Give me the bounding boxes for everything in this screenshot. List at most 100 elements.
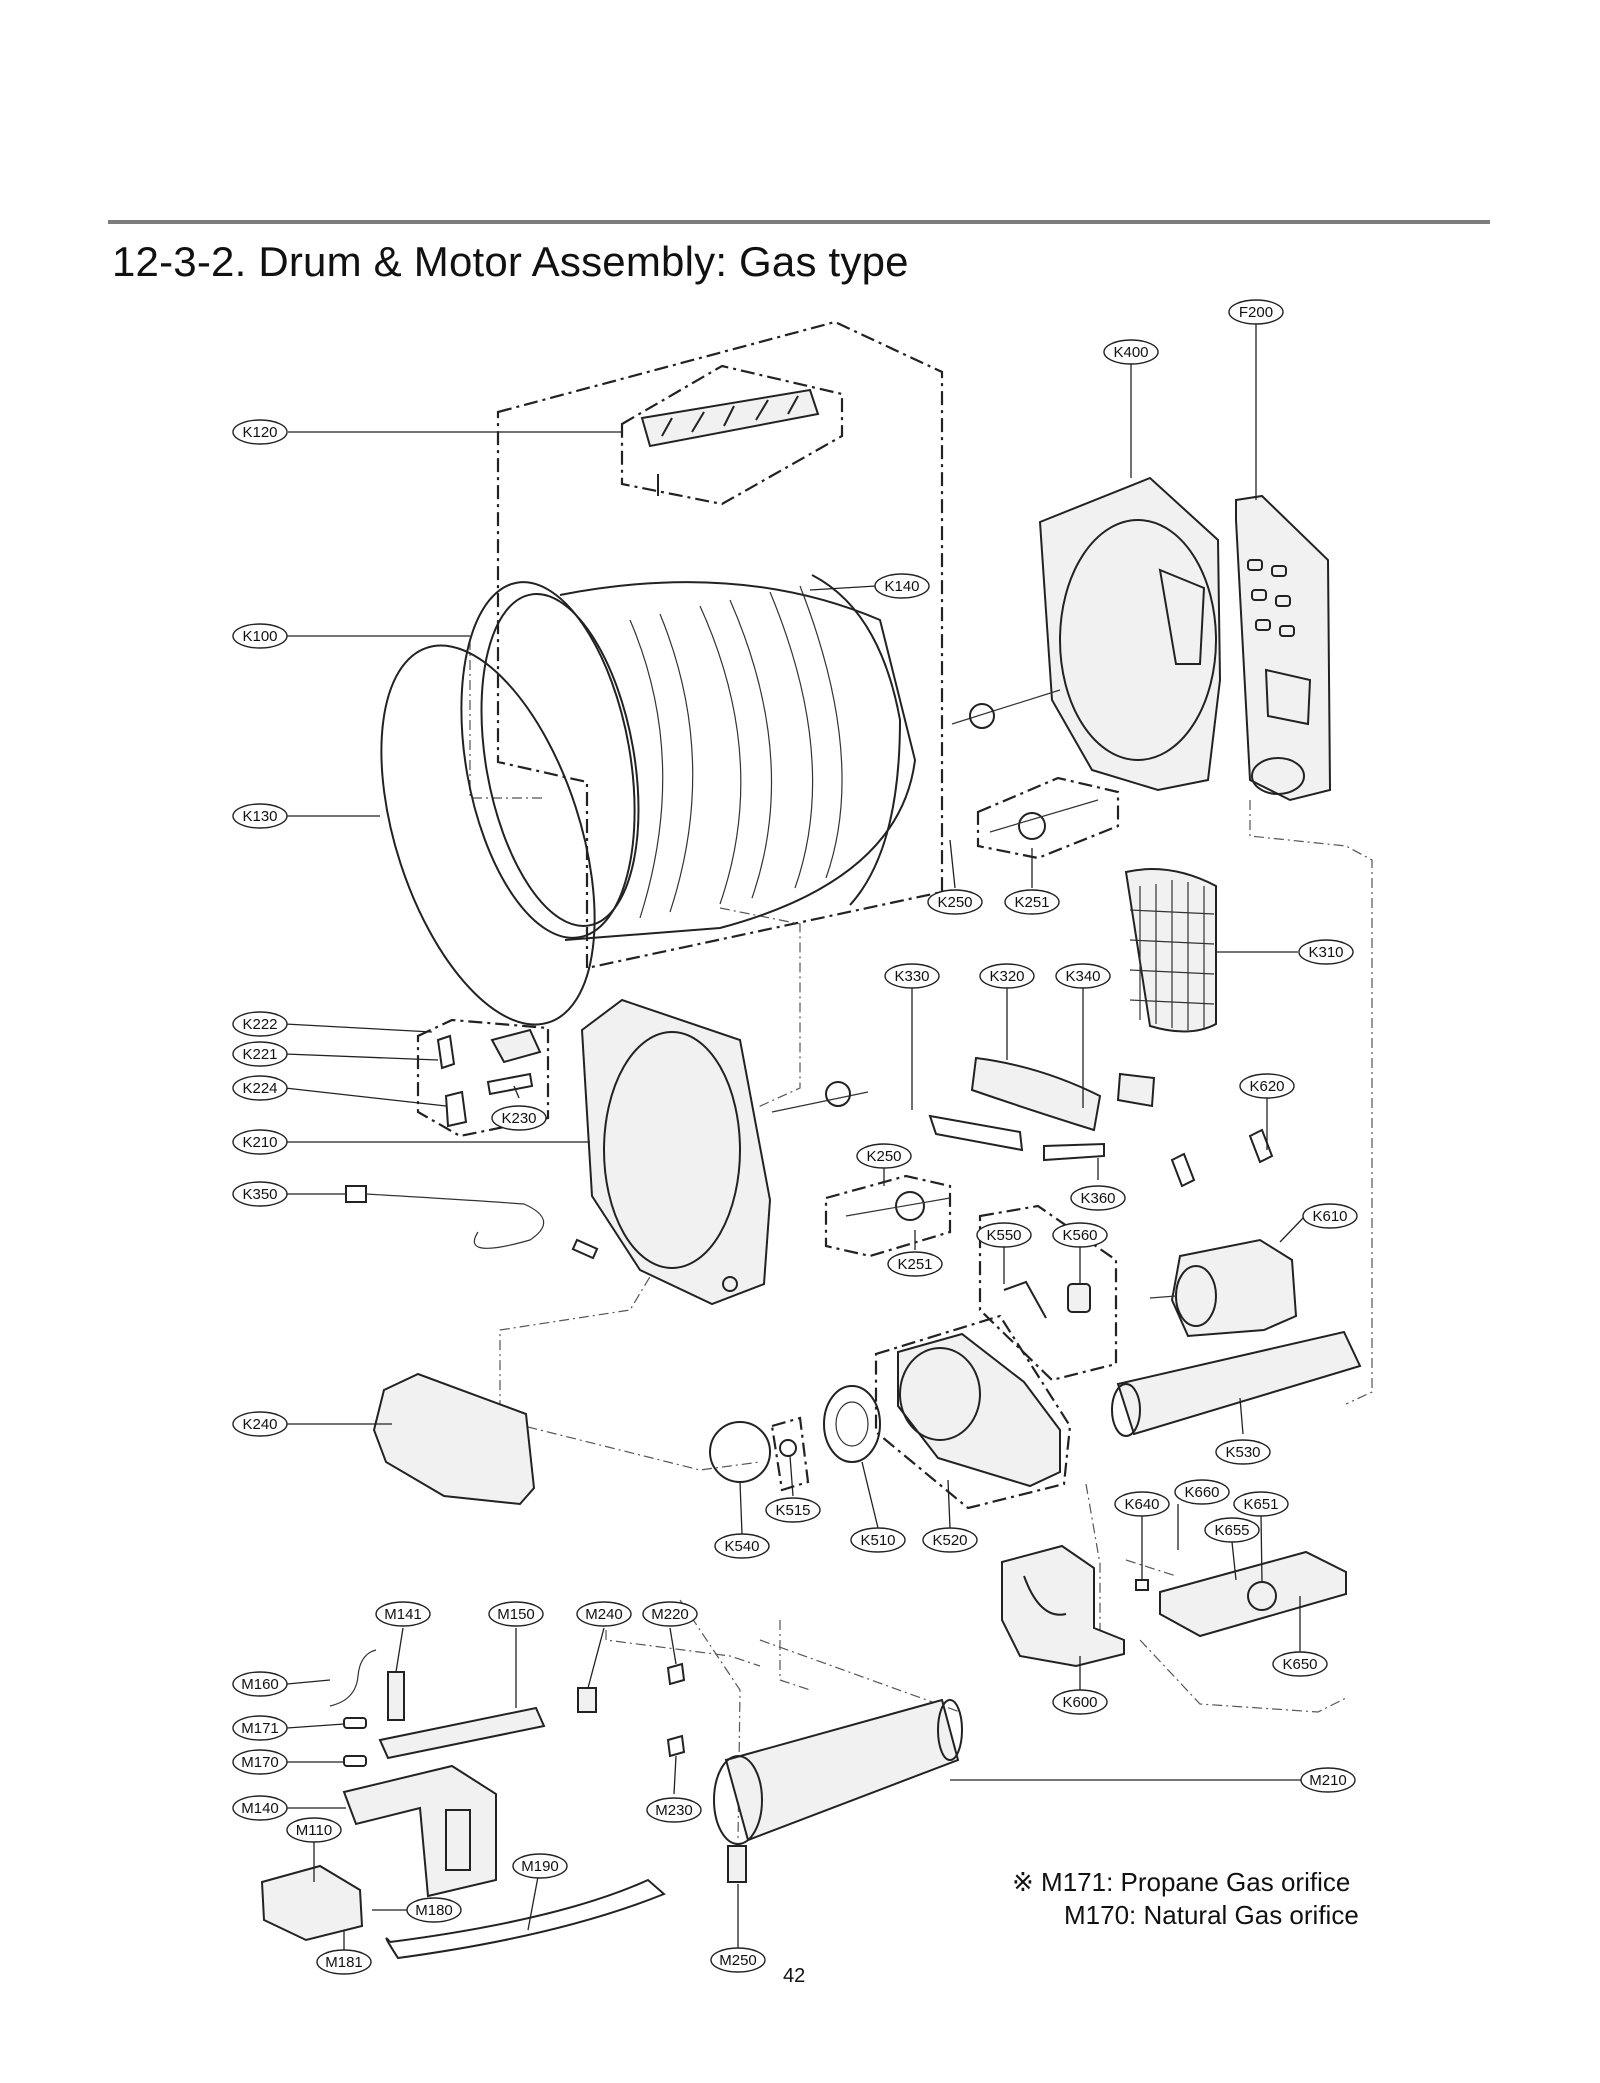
callout-text: M250 (719, 1952, 757, 1969)
callout-text: K340 (1065, 968, 1100, 985)
lint-filter (1124, 868, 1217, 1033)
callout-k221: K221 (232, 1041, 288, 1067)
callout-m190: M190 (512, 1853, 568, 1879)
callout-text: K250 (866, 1148, 901, 1165)
callout-k250: K250 (856, 1143, 912, 1169)
callout-text: K330 (894, 968, 929, 985)
sensor-group-outline (978, 1204, 1118, 1382)
callout-bubble (1052, 1222, 1108, 1248)
callout-bubble (1300, 1767, 1356, 1793)
callout-bubble (874, 573, 930, 599)
callout-bubble (491, 1105, 547, 1131)
callout-text: F200 (1239, 304, 1273, 321)
callout-m160: M160 (232, 1671, 288, 1697)
gas-pipe (385, 1878, 666, 1960)
callout-text: K520 (932, 1532, 967, 1549)
gas-orifices (343, 1717, 367, 1767)
callout-bubble (927, 889, 983, 915)
note-text-natural: M170: Natural Gas orifice (1064, 1900, 1359, 1930)
connection-line (469, 640, 542, 799)
callout-bubble (976, 1222, 1032, 1248)
callout-text: K251 (897, 1256, 932, 1273)
callout-m210: M210 (1300, 1767, 1356, 1793)
connection-line (499, 1259, 661, 1412)
callout-bubble (850, 1527, 906, 1553)
rear-roller-assembly (951, 689, 1099, 840)
blower-gasket (709, 1421, 771, 1483)
callout-bubble (1055, 963, 1111, 989)
note-text-propane: M171: Propane Gas orifice (1041, 1867, 1351, 1897)
gas-valve (260, 1864, 364, 1942)
callout-text: M210 (1309, 1772, 1347, 1789)
callout-bubble (1228, 299, 1284, 325)
callout-bubble (232, 1181, 288, 1207)
callout-bubble (232, 623, 288, 649)
callout-text: K651 (1243, 1496, 1278, 1513)
callout-bubble (856, 1143, 912, 1169)
callout-bubble (710, 1947, 766, 1973)
connection-line (1139, 1639, 1347, 1713)
callout-text: K660 (1184, 1484, 1219, 1501)
callout-bubble (1302, 1203, 1358, 1229)
callout-k520: K520 (922, 1527, 978, 1553)
connection-line (507, 1421, 761, 1471)
callout-bubble (1272, 1651, 1328, 1677)
callout-k550: K550 (976, 1222, 1032, 1248)
callout-bubble (232, 1795, 288, 1821)
callout-text: K230 (501, 1110, 536, 1127)
callout-text: K655 (1214, 1522, 1249, 1539)
callout-text: M150 (497, 1606, 535, 1623)
callout-k540: K540 (714, 1533, 770, 1559)
flame-detector-parts (577, 1662, 747, 1883)
callout-text: K550 (986, 1227, 1021, 1244)
callout-text: K140 (884, 578, 919, 595)
callout-k515: K515 (765, 1497, 821, 1523)
lamp-group-outline (416, 1018, 550, 1138)
callout-bubble (316, 1949, 372, 1975)
callout-text: K515 (775, 1502, 810, 1519)
callout-k100: K100 (232, 623, 288, 649)
callout-bubble (1070, 1185, 1126, 1211)
callout-bubble (1233, 1491, 1289, 1517)
callout-k130: K130 (232, 803, 288, 829)
callout-m170: M170 (232, 1749, 288, 1775)
thermistor-harness (345, 1185, 599, 1260)
callout-bubble (232, 1011, 288, 1037)
connection-line (1249, 800, 1373, 1405)
combustion-chamber (713, 1698, 963, 1845)
callout-bubble (1298, 939, 1354, 965)
callout-bubble (375, 1601, 431, 1627)
callout-k650: K650 (1272, 1651, 1328, 1677)
motor-clips (1170, 1128, 1274, 1188)
callout-text: K250 (937, 894, 972, 911)
lifter-group-outline (620, 364, 844, 506)
callout-text: K530 (1225, 1444, 1260, 1461)
callout-m230: M230 (646, 1797, 702, 1823)
callout-bubble (887, 1251, 943, 1277)
callout-k600: K600 (1052, 1689, 1108, 1715)
callout-k310: K310 (1298, 939, 1354, 965)
burner-bracket (342, 1764, 497, 1898)
callout-text: M141 (384, 1606, 422, 1623)
callout-bubble (232, 1411, 288, 1437)
callout-text: K100 (242, 628, 277, 645)
callout-text: K224 (242, 1080, 277, 1097)
callout-k140: K140 (874, 573, 930, 599)
front-bulkhead (580, 998, 772, 1306)
callout-k320: K320 (979, 963, 1035, 989)
drum-lifter (640, 388, 820, 496)
callout-text: K221 (242, 1046, 277, 1063)
connection-line (1125, 1559, 1177, 1577)
callout-f200: F200 (1228, 299, 1284, 325)
callout-k530: K530 (1215, 1439, 1271, 1465)
callout-k224: K224 (232, 1075, 288, 1101)
callout-text: K620 (1249, 1078, 1284, 1095)
burner-tube (378, 1706, 546, 1760)
callout-m140: M140 (232, 1795, 288, 1821)
callout-bubble (1004, 889, 1060, 915)
callout-bubble (488, 1601, 544, 1627)
front-roller-assembly (771, 1081, 951, 1221)
callout-m150: M150 (488, 1601, 544, 1627)
